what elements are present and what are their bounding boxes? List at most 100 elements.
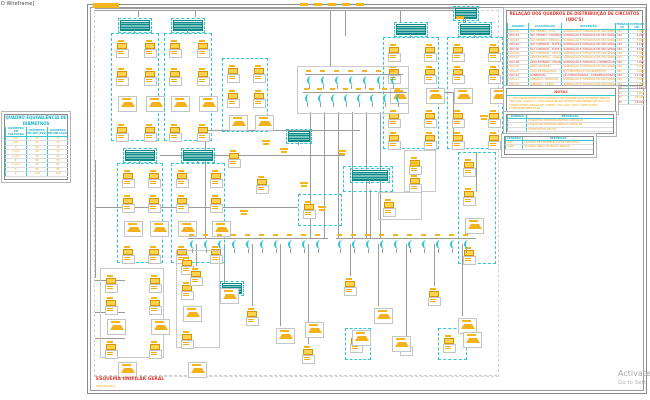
circuit-label (150, 170, 156, 172)
connector-line (354, 249, 355, 253)
load-label (150, 181, 156, 184)
table-cell: PAV. SUPERIOR - CIRCULAÇÃO (528, 51, 562, 57)
circuit-label (107, 275, 113, 277)
breaker-symbol (425, 135, 435, 141)
circuit-label (118, 68, 124, 70)
connector-line (95, 207, 298, 208)
breaker-arc-symbol (331, 94, 338, 103)
circuit-label (151, 275, 157, 277)
circuit-label (199, 40, 205, 42)
feeder-label (93, 3, 119, 8)
col-header: DESCRIÇÃO (522, 137, 593, 141)
equipment-label (467, 334, 476, 336)
table-cell: QDC-10 (507, 69, 529, 75)
table-cell: 60 (26, 158, 48, 164)
breaker-symbol (123, 249, 133, 255)
equipment-label (396, 338, 405, 340)
table-cell: ILUMINAÇÃO E TOMADAS DE USO GERAL (561, 64, 616, 70)
transformer-symbol (457, 94, 471, 99)
connector-line (330, 11, 331, 66)
go-to-settings-watermark[interactable]: Go to Sett (618, 380, 646, 386)
text-label (410, 162, 418, 164)
load-label (255, 76, 261, 79)
load-label (454, 121, 460, 124)
qdc-nameplate (286, 129, 312, 144)
load-label (107, 308, 113, 311)
breaker-symbol (211, 173, 221, 179)
text-label (281, 151, 287, 153)
col-header: LEGENDA (504, 137, 523, 141)
diameters-table-panel: QUADRO EQUIVALÊNCIA DE DIÂMETROS DIÂMETR… (4, 114, 68, 180)
table-cell: PAV. SUPERIOR - SUÍTE 01 (528, 42, 562, 48)
text-label (339, 153, 345, 155)
connector-line (323, 85, 324, 89)
activate-windows-watermark: Activate (618, 369, 650, 378)
breaker-symbol (150, 278, 160, 284)
breaker-arc-symbol (218, 240, 225, 249)
table-cell: QDC-09 (507, 64, 529, 70)
transformer-symbol (468, 224, 482, 229)
table-cell: 4.100 (628, 47, 645, 53)
table-cell: ÁREA GOURMET (528, 64, 562, 70)
col-header: LOCALIZAÇÃO (528, 23, 562, 30)
viewport-mode-label[interactable]: D Wireframe] (1, 1, 35, 7)
circuit-label (421, 234, 426, 236)
col-header: SÍMBOLO (506, 115, 527, 119)
breaker-symbol (254, 93, 264, 99)
breaker-symbol (123, 198, 133, 204)
equipment-label (233, 117, 242, 119)
connector-line (310, 112, 311, 238)
equipment-label (175, 98, 184, 100)
load-label (199, 79, 205, 82)
table-cell: QDC-12 (507, 82, 529, 88)
load-label (151, 352, 157, 355)
connector-line (197, 160, 198, 164)
breaker-arc-symbol (383, 94, 390, 103)
sheet-border-outer (87, 4, 647, 394)
load-label (465, 199, 471, 202)
connector-line (195, 11, 196, 17)
circuit-label (212, 195, 218, 197)
transformer-symbol (186, 312, 200, 317)
table-cell: 220 (615, 55, 629, 61)
circuit-label (362, 70, 367, 72)
transformer-symbol (355, 336, 369, 341)
text-label (480, 115, 488, 117)
connector-line (138, 11, 139, 17)
circuit-label (245, 234, 250, 236)
breaker-symbol (425, 47, 435, 53)
circuit-label (305, 201, 311, 203)
table-cell: CASA DE MÁQUINAS (528, 69, 562, 75)
connector-line (95, 8, 457, 9)
table-cell: 380 (615, 69, 629, 75)
table-cell: QDC-07 (507, 55, 529, 61)
equipment-label (224, 290, 233, 292)
load-label (390, 143, 396, 146)
circuit-label (454, 132, 460, 134)
feeder-label (342, 3, 350, 6)
table-cell: 220 (615, 38, 629, 44)
table-cell: QDC-02 (507, 33, 529, 39)
feeder-label (356, 3, 364, 6)
load-label (426, 55, 432, 58)
connector-line (434, 244, 435, 286)
equipment-label (122, 98, 131, 100)
table-cell: ÁREA EXTERNA - PISCINA (528, 60, 562, 66)
breaker-arc-symbol (335, 76, 342, 85)
circuit-label (178, 195, 184, 197)
load-label (171, 79, 177, 82)
connector-line (410, 34, 411, 38)
connector-line (324, 112, 325, 238)
load-label (183, 342, 189, 345)
feeder-label (314, 3, 322, 6)
load-label (490, 55, 496, 58)
table-cell: 32 (26, 145, 48, 151)
load-label (305, 212, 311, 215)
load-label (107, 352, 113, 355)
col-header: TENSÃO (V) (615, 23, 629, 30)
circuit-label (390, 70, 395, 72)
